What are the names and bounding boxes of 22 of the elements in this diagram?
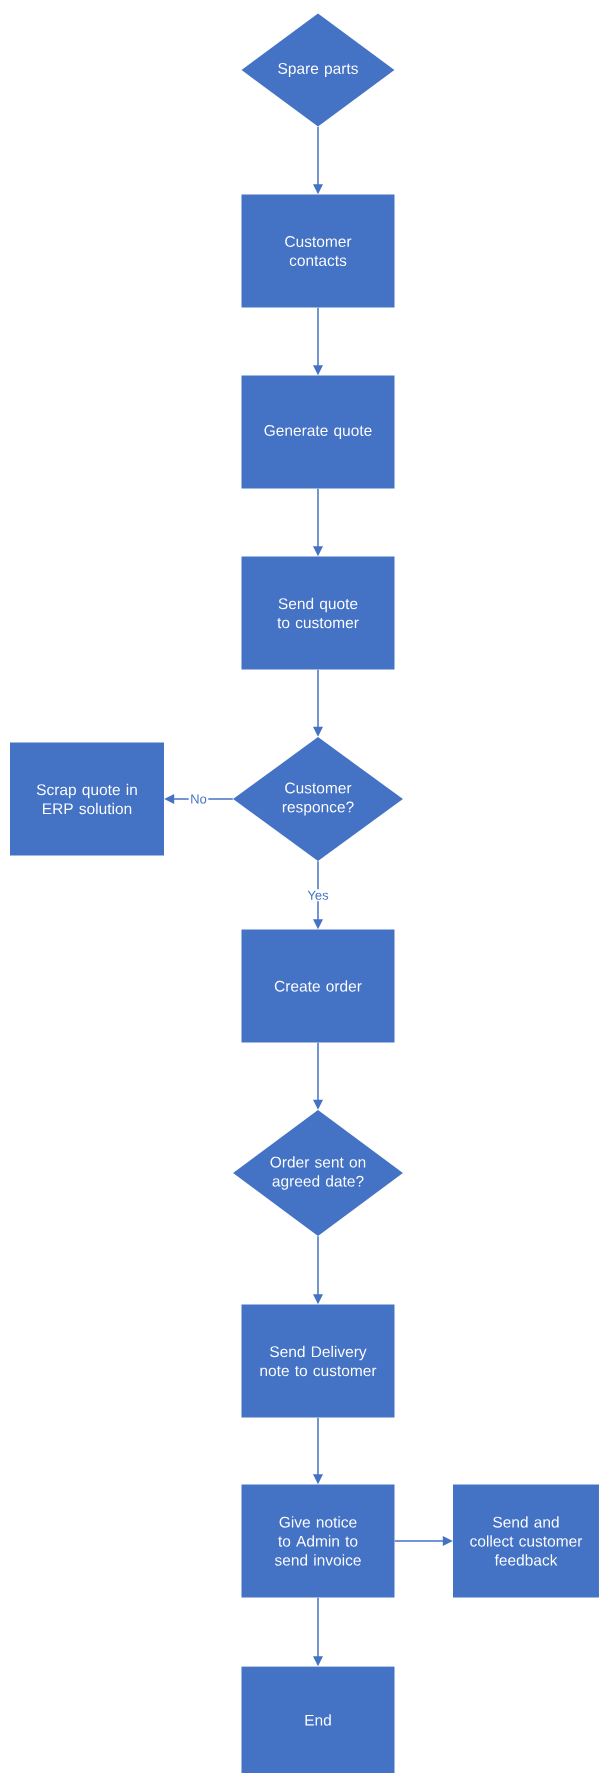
arrow xyxy=(313,668,323,737)
process-box: End xyxy=(241,1666,395,1773)
process-box: Send quote to customer xyxy=(241,556,395,670)
arrow xyxy=(313,1596,323,1667)
process-box: Send and collect customer feedback xyxy=(453,1484,599,1598)
process-box: Give notice to Admin to send invoice xyxy=(241,1484,395,1598)
arrow xyxy=(313,1041,323,1110)
arrow xyxy=(393,1536,453,1546)
process-box: Create order xyxy=(241,929,395,1043)
process-box: Generate quote xyxy=(241,375,395,489)
arrow xyxy=(313,306,323,376)
arrow xyxy=(313,487,323,557)
edge-label: No xyxy=(188,793,209,806)
arrow xyxy=(313,1416,323,1485)
process-box: Customer contacts xyxy=(241,194,395,308)
edge-label: Yes xyxy=(305,889,331,902)
arrow xyxy=(313,1235,323,1305)
process-box: Send Delivery note to customer xyxy=(241,1304,395,1418)
arrow xyxy=(313,125,323,195)
arrow xyxy=(164,794,234,804)
arrow xyxy=(313,860,323,930)
process-box: Scrap quote in ERP solution xyxy=(10,742,164,856)
